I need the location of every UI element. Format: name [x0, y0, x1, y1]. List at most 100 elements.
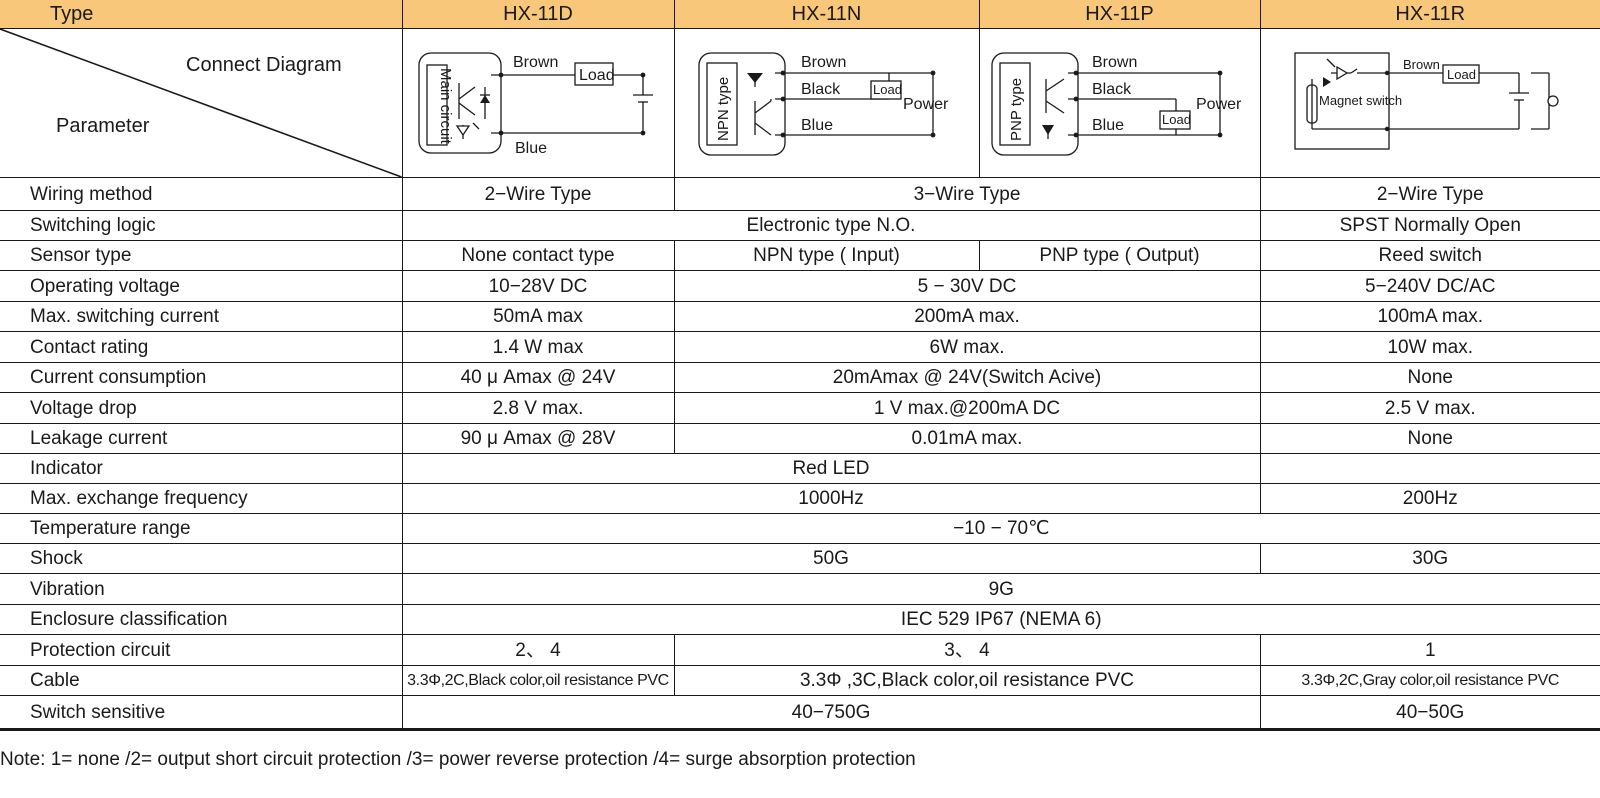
corner-diagonal — [0, 29, 401, 177]
param-label: Leakage current — [0, 423, 403, 454]
black-wire-label: Black — [801, 81, 841, 98]
blue-wire-label: Blue — [515, 140, 547, 157]
value-hx11r: 5−240V DC/AC — [1259, 270, 1600, 302]
type-header: Type — [0, 0, 403, 29]
param-label: Enclosure classification — [0, 604, 403, 635]
value-hx11n-p: 3.3Φ ,3C,Black color,oil resistance PVC — [673, 665, 1261, 696]
row-wiring-method: Wiring method 2−Wire Type 3−Wire Type 2−… — [0, 177, 1600, 211]
circuit-diagram-n: NPN type Brown Black Blue Load — [697, 52, 949, 156]
load-label: Load — [1162, 112, 1191, 127]
value-all-models: 9G — [401, 573, 1600, 605]
diagram-row: Connect Diagram Parameter Main circuit — [0, 28, 1600, 178]
value-hx11n-p: 3、 4 — [673, 634, 1261, 666]
value-hx11r: 1 — [1259, 634, 1600, 666]
value-hx11r: None — [1259, 362, 1600, 393]
value-hx11d-n-p: Red LED — [401, 453, 1261, 484]
row-enclosure-classification: Enclosure classification IEC 529 IP67 (N… — [0, 604, 1600, 635]
model-hx11d: HX-11D — [401, 0, 675, 29]
circuit-diagram-r: Magnet switch Brown Load — [1293, 52, 1559, 150]
row-protection-circuit: Protection circuit 2、 4 3、 4 1 — [0, 634, 1600, 666]
value-all-models: IEC 529 IP67 (NEMA 6) — [401, 604, 1600, 635]
magnet-switch-label: Magnet switch — [1319, 93, 1402, 108]
value-hx11d: 3.3Φ,2C,Black color,oil resistance PVC — [401, 665, 675, 696]
value-hx11d: 10−28V DC — [401, 270, 675, 302]
power-label: Power — [903, 96, 949, 113]
value-hx11p: PNP type ( Output) — [978, 240, 1261, 271]
row-max-exchange-frequency: Max. exchange frequency 1000Hz 200Hz — [0, 483, 1600, 514]
param-label: Operating voltage — [0, 270, 403, 302]
value-hx11r: Reed switch — [1259, 240, 1600, 271]
black-wire-label: Black — [1092, 81, 1132, 98]
value-hx11d: 40 μ Amax @ 24V — [401, 362, 675, 393]
corner-cell: Connect Diagram Parameter — [0, 28, 403, 178]
load-label: Load — [579, 67, 615, 84]
value-hx11n-p: 200mA max. — [673, 301, 1261, 332]
param-label: Temperature range — [0, 513, 403, 544]
param-label: Voltage drop — [0, 392, 403, 424]
row-shock: Shock 50G 30G — [0, 543, 1600, 574]
spec-table: Type HX-11D HX-11N HX-11P HX-11R Connect… — [0, 0, 1600, 731]
value-hx11d-n-p: 40−750G — [401, 695, 1261, 731]
row-cable: Cable 3.3Φ,2C,Black color,oil resistance… — [0, 665, 1600, 696]
header-row: Type HX-11D HX-11N HX-11P HX-11R — [0, 0, 1600, 29]
param-label: Indicator — [0, 453, 403, 484]
blue-wire-label: Blue — [1092, 117, 1124, 134]
row-contact-rating: Contact rating 1.4 W max 6W max. 10W max… — [0, 331, 1600, 363]
param-label: Switch sensitive — [0, 695, 403, 731]
pnp-type-label: PNP type — [1008, 78, 1025, 141]
power-label: Power — [1196, 96, 1242, 113]
model-hx11r: HX-11R — [1259, 0, 1600, 29]
load-label: Load — [873, 82, 902, 97]
param-label: Wiring method — [0, 177, 403, 211]
row-current-consumption: Current consumption 40 μ Amax @ 24V 20mA… — [0, 362, 1600, 393]
row-voltage-drop: Voltage drop 2.8 V max. 1 V max.@200mA D… — [0, 392, 1600, 424]
row-switch-sensitive: Switch sensitive 40−750G 40−50G — [0, 695, 1600, 731]
value-hx11r: 3.3Φ,2C,Gray color,oil resistance PVC — [1259, 665, 1600, 696]
value-hx11n-p: 6W max. — [673, 331, 1261, 363]
value-hx11r: 30G — [1259, 543, 1600, 574]
value-hx11d: 1.4 W max — [401, 331, 675, 363]
value-hx11d-n-p: Electronic type N.O. — [401, 210, 1261, 241]
brown-wire-label: Brown — [801, 54, 846, 71]
diagram-hx11p: PNP type Brown Black Blue Load — [978, 28, 1261, 178]
param-label: Max. switching current — [0, 301, 403, 332]
value-hx11d: None contact type — [401, 240, 675, 271]
value-hx11r: SPST Normally Open — [1259, 210, 1600, 241]
row-vibration: Vibration 9G — [0, 573, 1600, 605]
row-sensor-type: Sensor type None contact type NPN type (… — [0, 240, 1600, 271]
param-label: Switching logic — [0, 210, 403, 241]
value-hx11r: 2.5 V max. — [1259, 392, 1600, 424]
load-label: Load — [1447, 67, 1476, 82]
row-max-switching-current: Max. switching current 50mA max 200mA ma… — [0, 301, 1600, 332]
value-hx11d: 2.8 V max. — [401, 392, 675, 424]
value-hx11r: 200Hz — [1259, 483, 1600, 514]
row-switching-logic: Switching logic Electronic type N.O. SPS… — [0, 210, 1600, 241]
diagram-hx11n: NPN type Brown Black Blue Load — [673, 28, 980, 178]
circuit-diagram-d: Main circuit Brown Blue Load — [417, 52, 653, 157]
corner-connect-label: Connect Diagram — [186, 54, 342, 76]
corner-parameter-label: Parameter — [56, 115, 150, 137]
value-hx11d: 90 μ Amax @ 28V — [401, 423, 675, 454]
value-hx11r: None — [1259, 423, 1600, 454]
row-temperature-range: Temperature range −10 − 70℃ — [0, 513, 1600, 544]
param-label: Protection circuit — [0, 634, 403, 666]
param-label: Cable — [0, 665, 403, 696]
value-hx11n-p: 0.01mA max. — [673, 423, 1261, 454]
param-label: Contact rating — [0, 331, 403, 363]
row-operating-voltage: Operating voltage 10−28V DC 5 − 30V DC 5… — [0, 270, 1600, 302]
value-hx11n-p: 5 − 30V DC — [673, 270, 1261, 302]
value-hx11d: 2−Wire Type — [401, 177, 675, 211]
value-hx11r: 100mA max. — [1259, 301, 1600, 332]
brown-wire-label: Brown — [1403, 57, 1440, 72]
row-leakage-current: Leakage current 90 μ Amax @ 28V 0.01mA m… — [0, 423, 1600, 454]
param-label: Sensor type — [0, 240, 403, 271]
param-label: Shock — [0, 543, 403, 574]
brown-wire-label: Brown — [1092, 54, 1137, 71]
param-label: Current consumption — [0, 362, 403, 393]
npn-type-label: NPN type — [715, 77, 732, 141]
value-hx11d-n-p: 1000Hz — [401, 483, 1261, 514]
value-hx11n: NPN type ( Input) — [673, 240, 980, 271]
diagram-hx11d: Main circuit Brown Blue Load — [401, 28, 675, 178]
value-hx11n-p: 20mAmax @ 24V(Switch Acive) — [673, 362, 1261, 393]
value-hx11n-p: 1 V max.@200mA DC — [673, 392, 1261, 424]
